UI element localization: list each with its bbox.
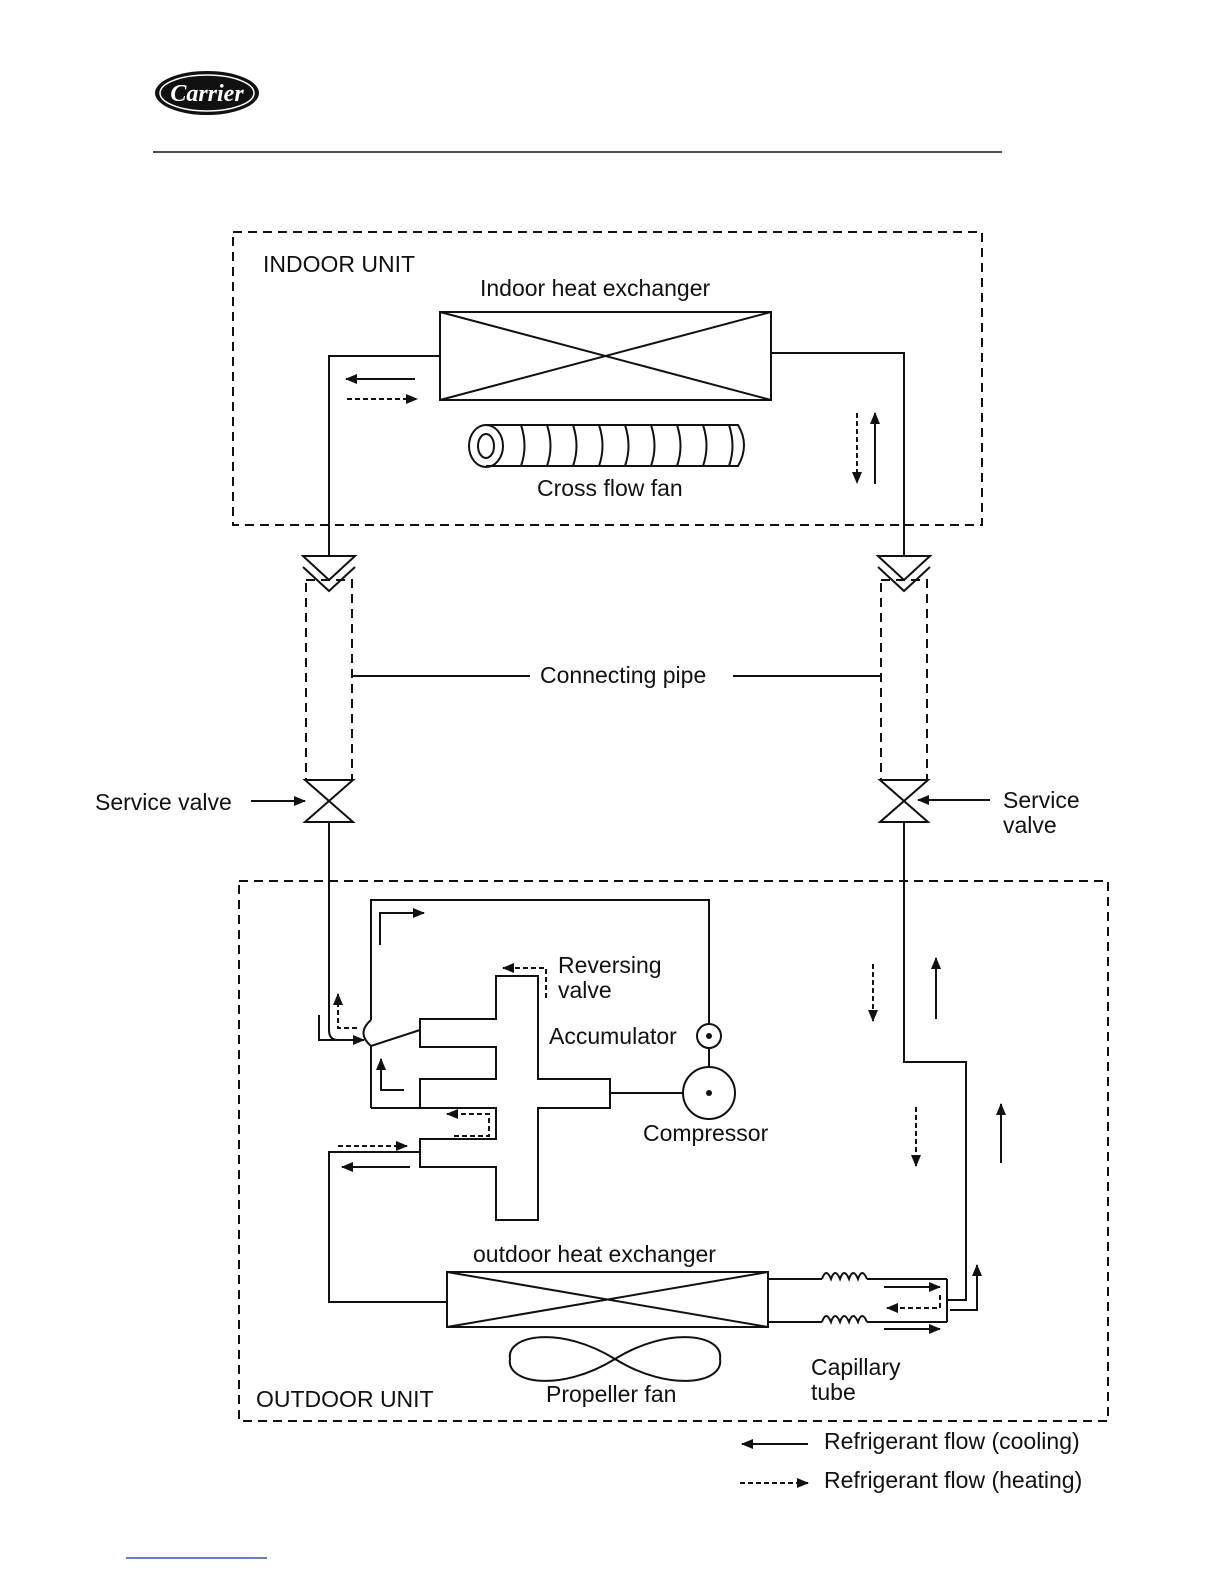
- accumulator-label: Accumulator: [549, 1023, 677, 1049]
- indoor-unit-label: INDOOR UNIT: [263, 251, 415, 277]
- connecting-pipe-left: [303, 556, 355, 780]
- compressor-icon: [683, 1067, 735, 1119]
- outdoor-heat-exchanger-label: outdoor heat exchanger: [473, 1241, 716, 1267]
- outdoor-unit-label: OUTDOOR UNIT: [256, 1386, 434, 1412]
- carrier-logo: Carrier: [155, 71, 259, 115]
- legend-heating-label: Refrigerant flow (heating): [824, 1467, 1082, 1493]
- reversing-valve-icon: [420, 976, 610, 1220]
- service-valve-right-label-line1: Service: [1003, 787, 1080, 813]
- indoor-heat-exchanger-label: Indoor heat exchanger: [480, 275, 711, 301]
- cross-flow-fan-icon: [469, 425, 744, 467]
- indoor-heat-exchanger: [440, 312, 771, 400]
- accumulator-icon: [697, 1024, 721, 1048]
- cross-flow-fan-label: Cross flow fan: [537, 475, 683, 501]
- capillary-tube-label-line1: Capillary: [811, 1354, 901, 1380]
- service-valve-left-icon: [305, 780, 353, 822]
- logo-wordmark: Carrier: [170, 81, 244, 107]
- heating-flow-arrows: [338, 399, 940, 1308]
- service-valve-right-label-line2: valve: [1003, 812, 1057, 838]
- connecting-pipe-right: [878, 556, 930, 780]
- reversing-valve-label-line1: Reversing: [558, 952, 662, 978]
- connecting-pipe-label: Connecting pipe: [540, 662, 706, 688]
- reversing-valve-label-line2: valve: [558, 977, 612, 1003]
- service-valve-left-label: Service valve: [95, 789, 232, 815]
- outdoor-heat-exchanger: [447, 1272, 768, 1327]
- capillary-tube-label-line2: tube: [811, 1379, 856, 1405]
- cooling-flow-arrows: [319, 379, 1001, 1329]
- propeller-fan-icon: [510, 1337, 720, 1381]
- capillary-tube-icon: [768, 1273, 947, 1322]
- compressor-label: Compressor: [643, 1120, 769, 1146]
- legend-cooling-label: Refrigerant flow (cooling): [824, 1428, 1080, 1454]
- propeller-fan-label: Propeller fan: [546, 1381, 676, 1407]
